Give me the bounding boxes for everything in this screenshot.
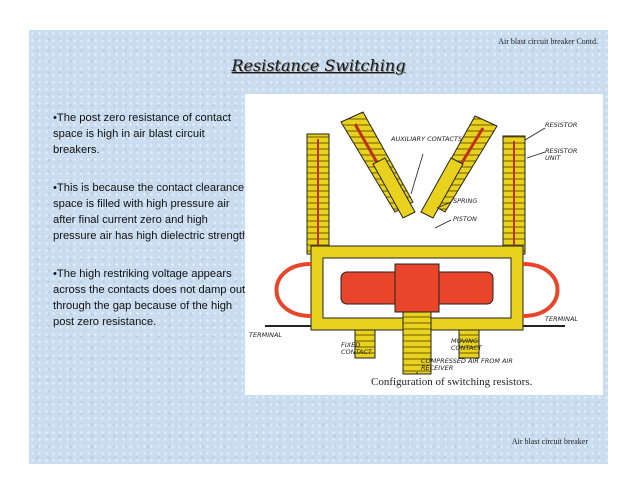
bullet-list: •The post zero resistance of contact spa… bbox=[53, 110, 253, 352]
diagram-drawing bbox=[265, 111, 565, 375]
header-note: Air blast circuit breaker Contd. bbox=[498, 37, 598, 46]
circuit-breaker-diagram: AUXILIARY CONTACTS RESISTOR RESISTOR UNI… bbox=[245, 94, 603, 395]
label-fixed-contact: FIXED CONTACT bbox=[341, 341, 372, 356]
label-compressed-air: COMPRESSED AIR FROM AIR RECEIVER bbox=[421, 357, 513, 372]
label-moving-contact: MOVING CONTACT bbox=[451, 337, 482, 352]
bullet-item: •This is because the contact clearance s… bbox=[53, 182, 252, 242]
label-piston: PISTON bbox=[453, 215, 477, 223]
label-terminal-right: TERMINAL bbox=[545, 315, 579, 323]
slide: Air blast circuit breaker Contd. Resista… bbox=[29, 30, 608, 464]
slide-title: Resistance Switching bbox=[231, 56, 406, 75]
figure-caption: Configuration of switching resistors. bbox=[371, 376, 533, 388]
footer-note: Air blast circuit breaker bbox=[511, 437, 588, 446]
label-terminal-left: TERMINAL bbox=[249, 331, 283, 339]
label-auxiliary-contacts: AUXILIARY CONTACTS bbox=[391, 135, 463, 143]
label-resistor: RESISTOR bbox=[545, 121, 578, 129]
bullet-item: •The high restriking voltage appears acr… bbox=[53, 268, 246, 328]
bullet-item: •The post zero resistance of contact spa… bbox=[53, 112, 232, 156]
label-resistor-unit: RESISTOR UNIT bbox=[545, 147, 578, 162]
label-spring: SPRING bbox=[453, 197, 478, 205]
